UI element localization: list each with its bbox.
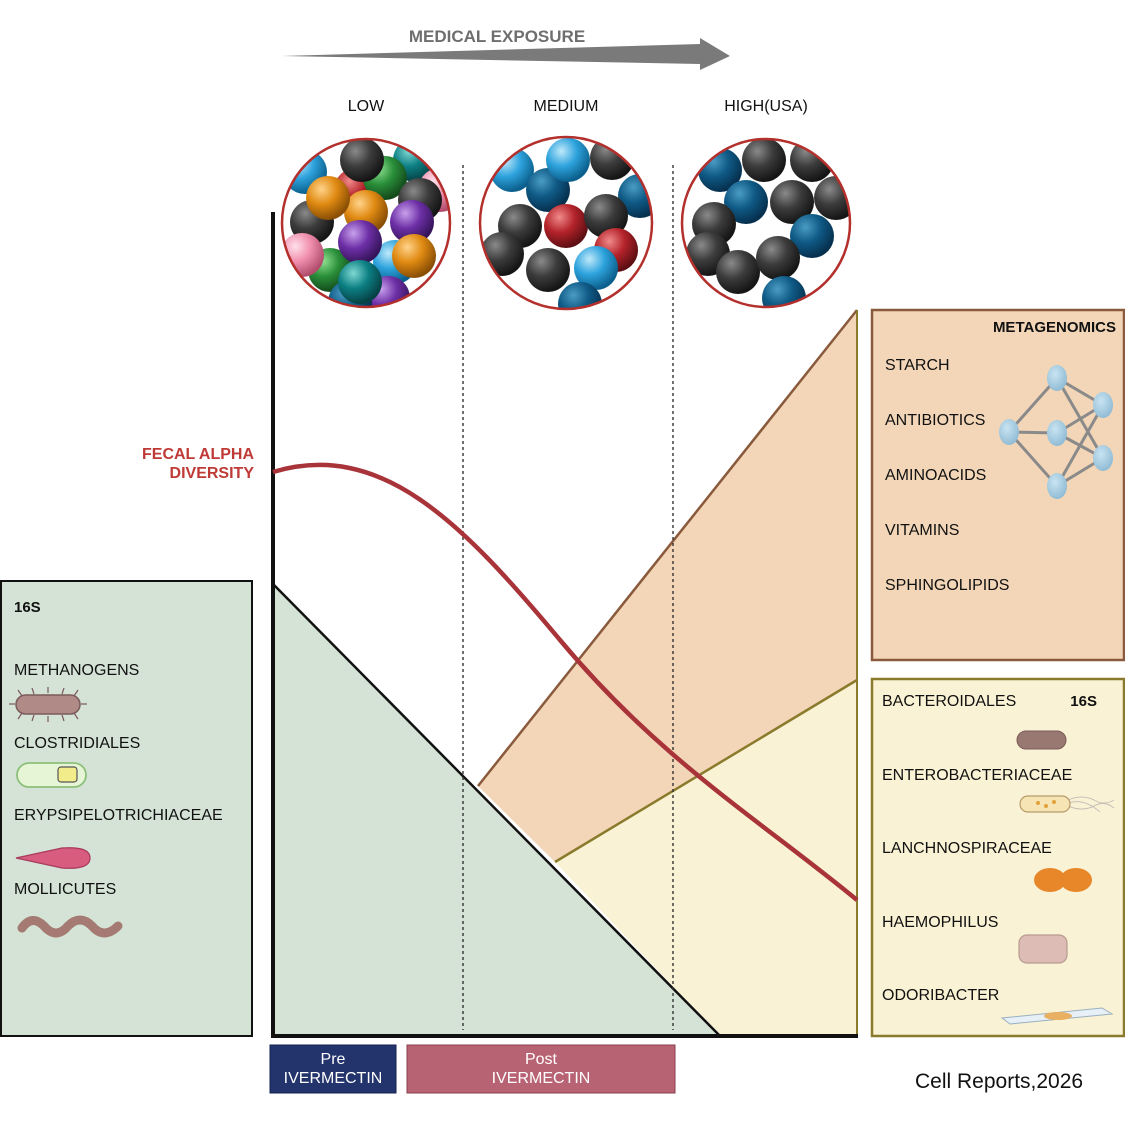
capsule-bacterium-icon — [16, 762, 87, 788]
metagenomics-item-aminoacids: AMINOACIDS — [885, 467, 986, 484]
left-item-clostridiales: CLOSTRIDIALES — [14, 735, 140, 752]
right-item-enterobacteriaceae: ENTEROBACTERIACEAE — [882, 767, 1072, 784]
right-item-bacteroidales: BACTEROIDALES — [882, 693, 1016, 710]
metagenomics-item-antibiotics: ANTIBIOTICS — [885, 412, 985, 429]
tapered-bacterium-icon — [15, 847, 91, 869]
rod-bacterium-icon — [9, 687, 87, 722]
microbiome-circle-medium — [478, 135, 654, 311]
tan-increase-area — [478, 310, 857, 862]
right-item-haemophilus: HAEMOPHILUS — [882, 914, 998, 931]
network-icon — [999, 365, 1113, 499]
level-low-label: LOW — [348, 98, 385, 115]
metagenomics-panel: METAGENOMICS STARCH ANTIBIOTICS AMINOACI… — [870, 308, 1125, 662]
filament-icon — [1000, 1007, 1114, 1025]
left-item-mollicutes: MOLLICUTES — [14, 881, 116, 898]
right-item-lanchnospiraceae: LANCHNOSPIRACEAE — [882, 840, 1052, 857]
y-axis-label-line2: DIVERSITY — [170, 465, 255, 482]
tan-area-upper-edge — [477, 309, 858, 787]
right-16s-panel: 16S BACTEROIDALES ENTEROBACTERIACEAE LAN… — [870, 677, 1125, 1038]
diversity-curve — [272, 462, 859, 902]
y-axis-label-line1: FECAL ALPHA — [142, 446, 254, 463]
medical-exposure-arrow — [282, 38, 730, 70]
green-area-diagonal — [272, 583, 721, 1037]
pre-ivermectin-box: Pre IVERMECTIN — [269, 1044, 397, 1094]
pre-label-line2: IVERMECTIN — [284, 1070, 383, 1087]
rod-icon — [1016, 730, 1067, 750]
citation-text: Cell Reports,2026 — [915, 1070, 1084, 1093]
yellow-increase-area — [555, 680, 857, 1036]
post-ivermectin-box: Post IVERMECTIN — [406, 1044, 676, 1094]
microbiome-circle-low — [280, 137, 452, 309]
metagenomics-item-vitamins: VITAMINS — [885, 522, 959, 539]
pre-label-line1: Pre — [321, 1051, 346, 1068]
post-label-line1: Post — [525, 1051, 558, 1068]
metagenomics-title: METAGENOMICS — [993, 319, 1116, 336]
level-medium-label: MEDIUM — [534, 98, 599, 115]
left-item-methanogens: METHANOGENS — [14, 662, 139, 679]
diplococcus-icon — [1034, 868, 1092, 892]
post-label-line2: IVERMECTIN — [492, 1070, 591, 1087]
level-high-label: HIGH(USA) — [724, 98, 808, 115]
metagenomics-item-sphingolipids: SPHINGOLIPIDS — [885, 577, 1009, 594]
microbiome-circle-high — [680, 137, 852, 309]
metagenomics-item-starch: STARCH — [885, 357, 950, 374]
left-item-erypsipelotrichiaceae: ERYPSIPELOTRICHIACEAE — [14, 807, 223, 824]
right-item-odoribacter: ODORIBACTER — [882, 987, 999, 1004]
left-panel-title: 16S — [14, 599, 41, 616]
medical-exposure-label: MEDICAL EXPOSURE — [409, 27, 585, 46]
yellow-area-upper-edge — [554, 678, 858, 864]
pill-icon — [1018, 934, 1068, 964]
left-16s-panel: 16S METHANOGENS CLOSTRIDIALES ERYPSIPELO… — [0, 580, 253, 1037]
right-panel-title: 16S — [1070, 693, 1097, 710]
flagellated-rod-icon — [1019, 795, 1115, 813]
spiral-bacterium-icon — [17, 915, 123, 938]
